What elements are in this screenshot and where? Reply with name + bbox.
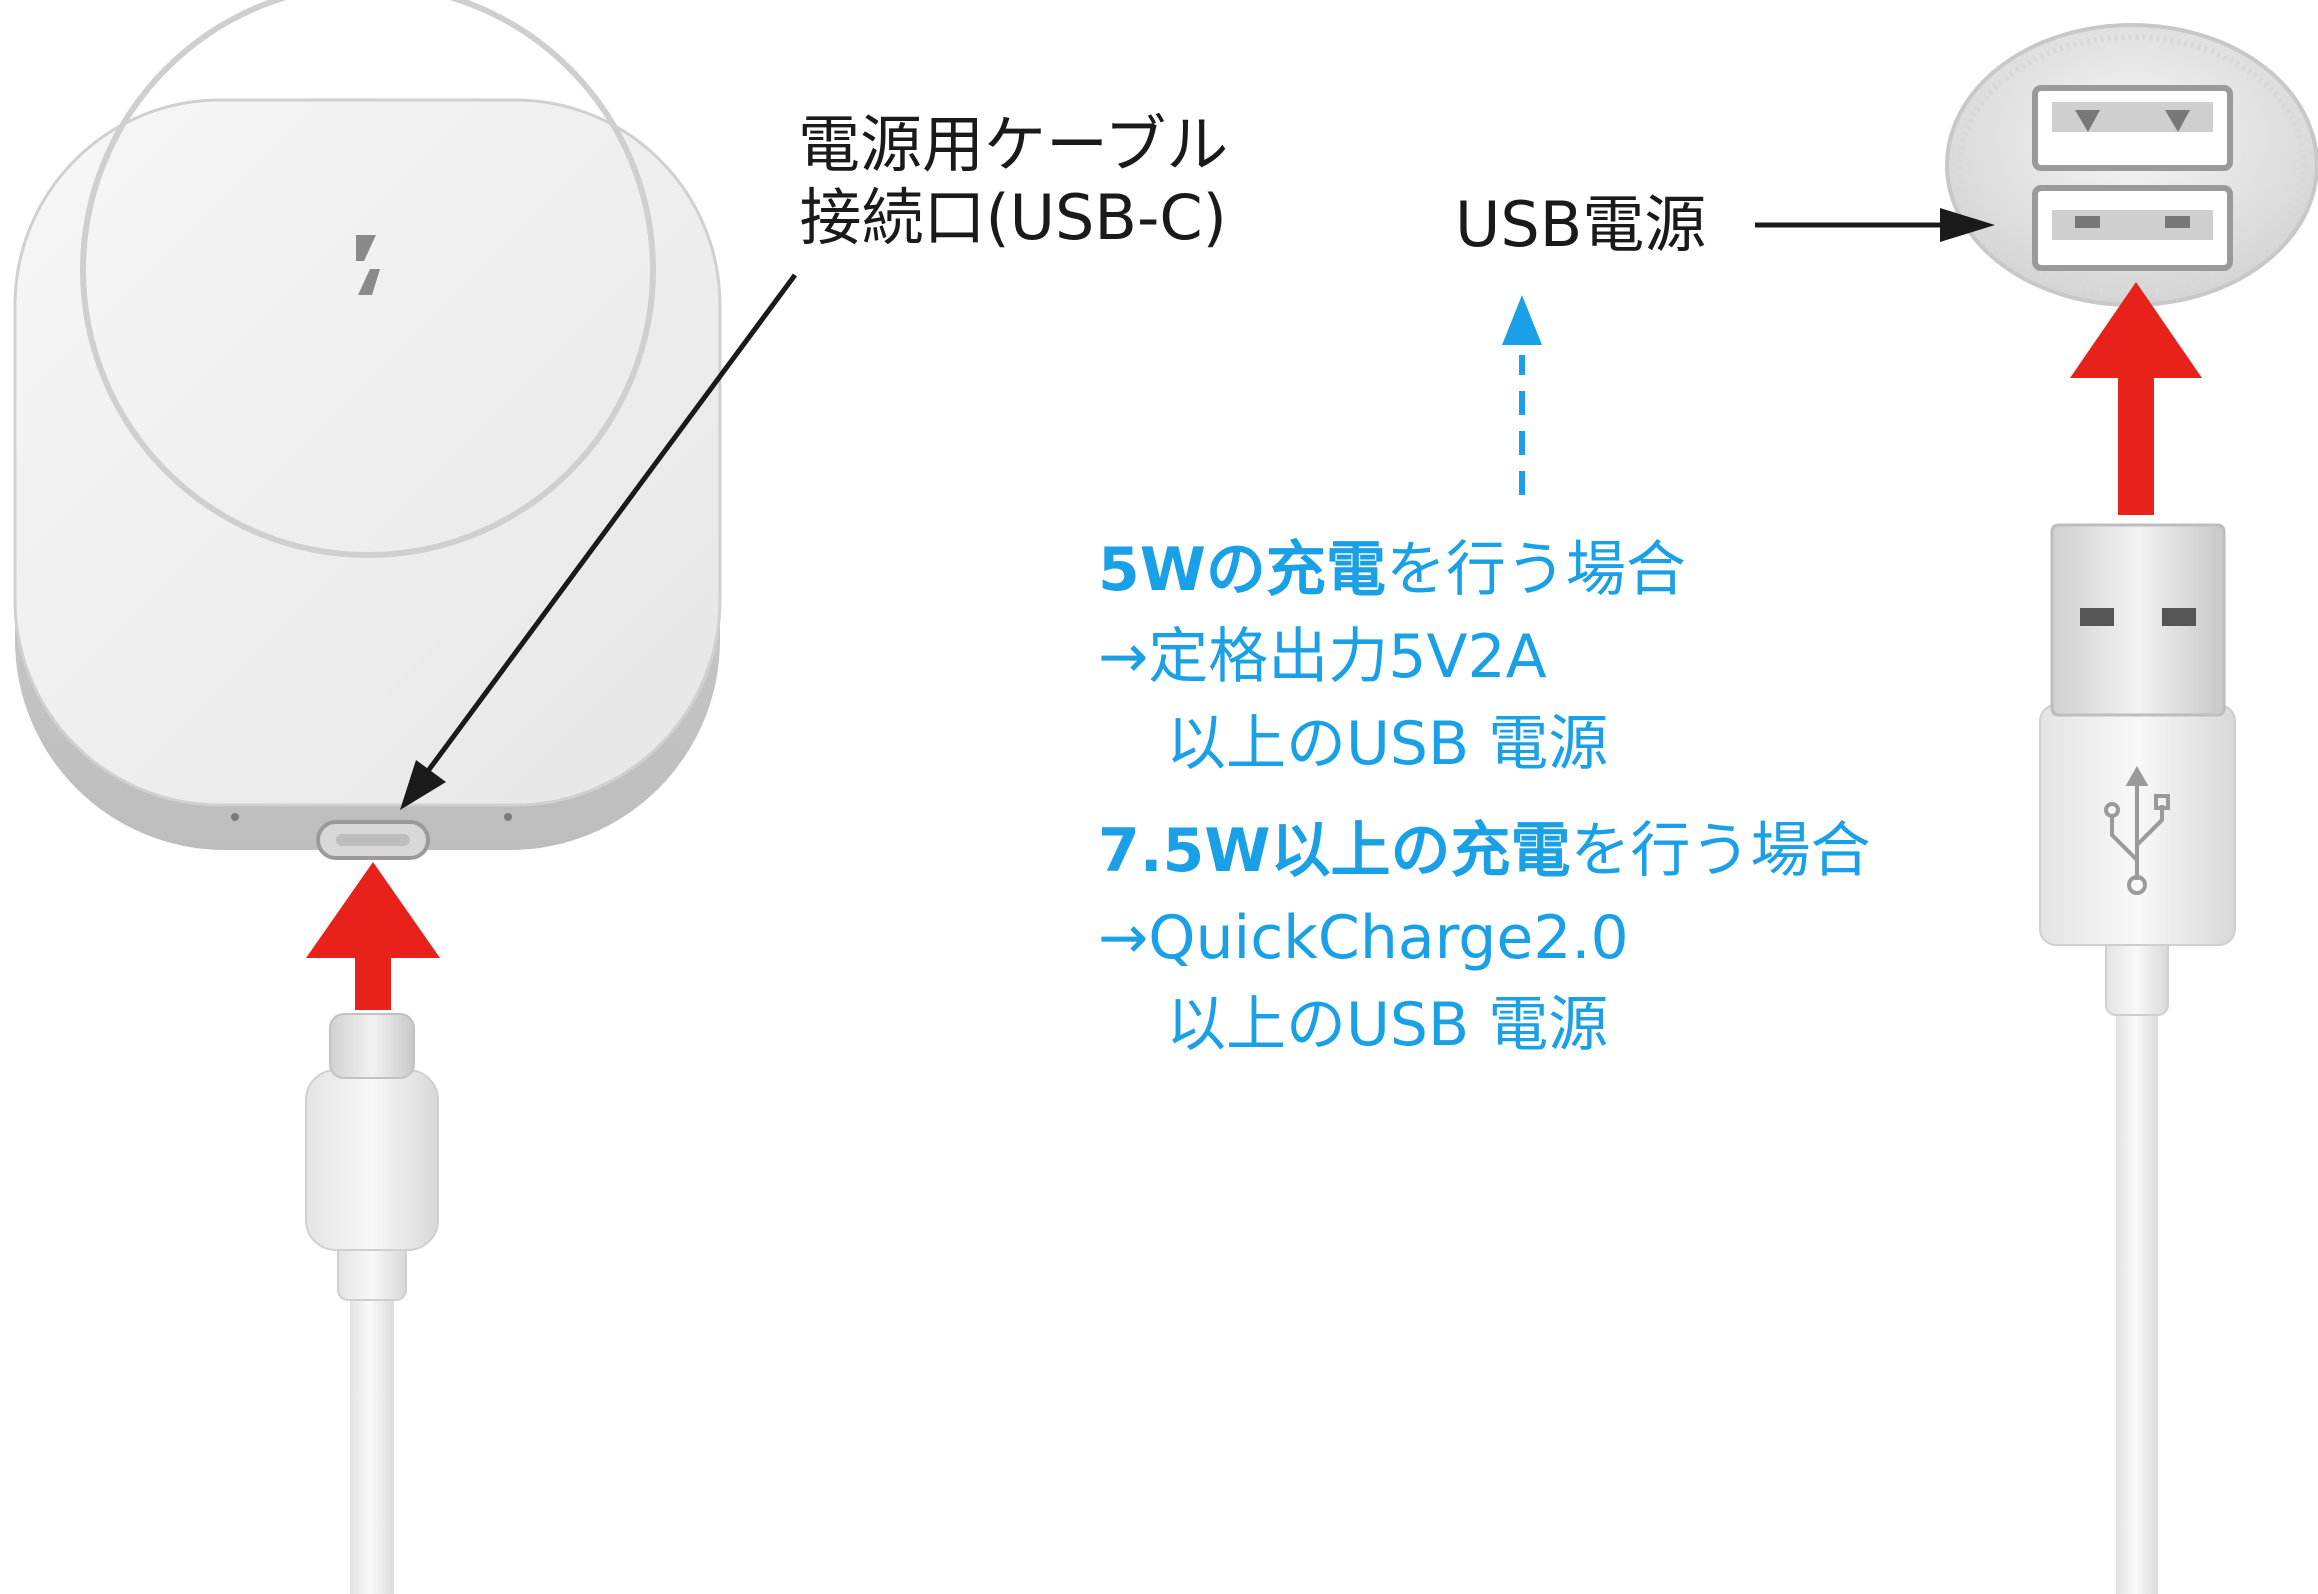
port-pointer-arrow [400,273,798,810]
note-5w-heading: 5Wの充電を行う場合 [1098,527,1686,614]
usb-a-cable [2039,523,2236,1594]
red-arrow-to-pad [306,862,440,1010]
note-5w-line3: 以上のUSB 電源 [1166,709,1609,779]
blue-dashed-arrow [1502,295,1542,495]
charging-pad [13,0,722,860]
usb-c-cable [305,1013,439,1594]
indicator-dot-left [231,813,239,821]
note-7-5w-normal: を行う場合 [1570,816,1871,886]
usb-a-cable-wire [2116,1000,2158,1594]
note-5w-normal: を行う場合 [1385,535,1686,605]
usb-a-plug-metal [2050,523,2226,717]
charging-coil-ring [80,0,656,558]
usb-trident-icon [2104,765,2170,895]
note-7-5w-heading: 7.5W以上の充電を行う場合 [1098,808,1870,895]
note-7-5w: 7.5W以上の充電を行う場合 →QuickCharge2.0 以上のUSB 電源 [1098,808,1870,1069]
note-7-5w-line2: →QuickCharge2.0 [1098,903,1629,973]
red-arrow-to-adapter [2070,282,2202,515]
usb-power-pointer-arrow [1755,208,1995,242]
note-5w-line2: →定格出力5V2A [1098,622,1547,692]
cable-port-label-line1: 電源用ケーブル [798,108,1229,181]
usb-power-label: USB電源 [1455,188,1707,261]
lightning-logo-icon [356,235,380,295]
note-7-5w-line3: 以上のUSB 電源 [1166,990,1609,1060]
usb-c-plug-tip [329,1013,415,1079]
usb-c-cable-wire [350,1290,394,1594]
cable-port-label-line2: 接続口(USB-C) [799,181,1227,255]
cable-port-label: 電源用ケーブル 接続口(USB-C) [798,108,1228,254]
charging-pad-top [13,98,722,807]
usb-power-adapter [1945,23,2318,307]
usb-c-plug-body [305,1069,439,1251]
note-5w-bold: 5Wの充電 [1098,535,1386,605]
indicator-dot-right [504,813,512,821]
note-7-5w-bold: 7.5W以上の充電 [1098,816,1571,886]
note-5w: 5Wの充電を行う場合 →定格出力5V2A 以上のUSB 電源 [1098,527,1686,788]
